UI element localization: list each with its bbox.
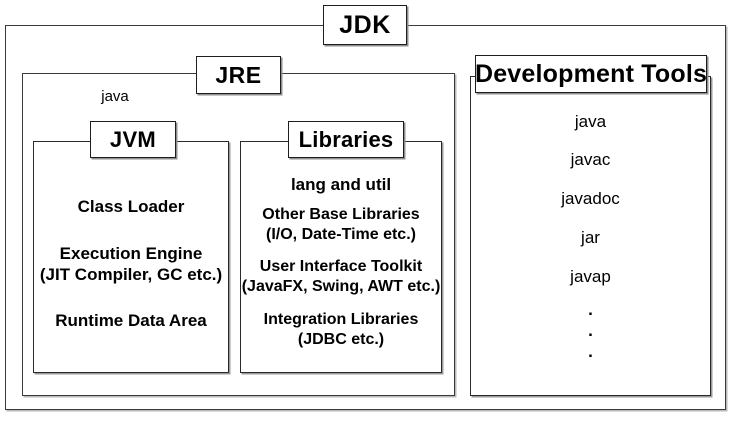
jvm-title-box: JVM (90, 121, 176, 158)
development-tools-ellipsis-3: . (588, 342, 593, 361)
jdk-title-box: JDK (323, 5, 407, 45)
libraries-title-label: Libraries (298, 126, 394, 152)
jre-title-label: JRE (215, 61, 262, 88)
libraries-item-integration: Integration Libraries (263, 311, 419, 328)
jvm-item-runtime-data-area: Runtime Data Area (55, 311, 207, 330)
libraries-item-other-base-sub: (I/O, Date-Time etc.) (266, 226, 416, 243)
development-tools-item-jar: jar (581, 228, 600, 247)
libraries-item-integration-sub: (JDBC etc.) (297, 331, 385, 348)
jre-java-note: java (101, 88, 129, 105)
development-tools-item-javap: javap (570, 267, 611, 286)
development-tools-ellipsis-2: . (588, 321, 593, 340)
libraries-item-ui-toolkit-sub: (JavaFX, Swing, AWT etc.) (241, 278, 441, 295)
development-tools-item-javadoc: javadoc (561, 189, 620, 208)
development-tools-item-javac: javac (570, 150, 611, 169)
jvm-item-class-loader: Class Loader (77, 197, 185, 216)
jdk-title-label: JDK (339, 10, 391, 39)
jre-title-box: JRE (196, 56, 281, 94)
development-tools-item-java: java (574, 112, 607, 131)
jvm-title-label: JVM (109, 126, 157, 152)
jvm-item-execution-engine-sub: (JIT Compiler, GC etc.) (39, 265, 223, 284)
development-tools-title-box: Development Tools (475, 55, 707, 93)
libraries-title-box: Libraries (288, 121, 404, 158)
development-tools-title-label: Development Tools (474, 59, 708, 88)
jvm-item-execution-engine: Execution Engine (59, 244, 203, 263)
development-tools-ellipsis-1: . (588, 300, 593, 319)
libraries-item-lang-and-util: lang and util (290, 175, 392, 194)
libraries-item-other-base: Other Base Libraries (262, 206, 420, 223)
libraries-item-ui-toolkit: User Interface Toolkit (259, 258, 423, 275)
